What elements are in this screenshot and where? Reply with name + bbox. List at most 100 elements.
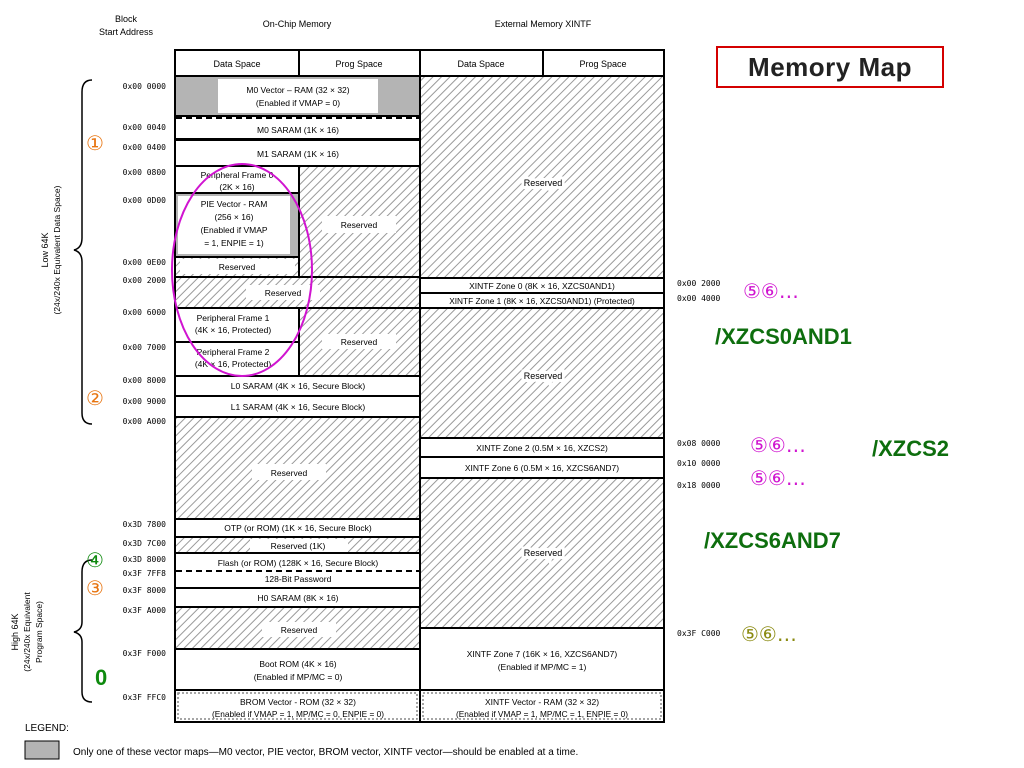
annotation-circle-2: ② xyxy=(86,386,104,410)
address-right: 0x08 0000 xyxy=(677,439,721,448)
reserved-low-tag xyxy=(262,622,336,637)
prog-reserved-upper-label: Reserved xyxy=(341,220,378,230)
legend-text: Only one of these vector maps—M0 vector,… xyxy=(73,747,578,758)
low-64k-label: Low 64K xyxy=(40,232,50,267)
m0-vector xyxy=(218,79,378,113)
boot-rom-label: Boot ROM (4K × 16) xyxy=(259,659,336,669)
prog-reserved-mid-tag xyxy=(322,334,396,349)
brom-vector-label: BROM Vector - ROM (32 × 32) xyxy=(240,697,356,707)
reserved-big-label: Reserved xyxy=(271,468,308,478)
brom-vector-frame xyxy=(177,692,418,720)
annotation-xzcs2: /XZCS2 xyxy=(872,436,949,461)
m0-vector-label: M0 Vector – RAM (32 × 32) xyxy=(246,85,349,95)
xintf-zone0-label: XINTF Zone 0 (8K × 16, XZCS0AND1) xyxy=(469,281,615,291)
address-left: 0x00 0000 xyxy=(123,82,167,91)
flash-label: Flash (or ROM) (128K × 16, Secure Block) xyxy=(218,558,379,568)
legend-title: LEGEND: xyxy=(25,723,69,734)
reserved-big-tag xyxy=(252,464,326,480)
high-64k-label: High 64K xyxy=(10,613,20,650)
peripheral-frame-0-size: (2K × 16) xyxy=(219,182,254,192)
external-header: External Memory XINTF xyxy=(495,19,592,29)
m1-saram xyxy=(174,139,421,167)
annotation-xzcs0and1: /XZCS0AND1 xyxy=(715,324,852,349)
boot-rom xyxy=(174,648,421,691)
m1-saram-label: M1 SARAM (1K × 16) xyxy=(257,149,339,159)
annotation-circle-3: ③ xyxy=(86,576,104,600)
address-left: 0x00 0400 xyxy=(123,143,167,152)
address-left: 0x00 0800 xyxy=(123,168,167,177)
l0-saram-label: L0 SARAM (4K × 16, Secure Block) xyxy=(231,381,366,391)
address-left: 0x3F 8000 xyxy=(123,586,167,595)
annotation-circle-4: ④ xyxy=(86,548,104,572)
peripheral-frame-2-size: (4K × 16, Protected) xyxy=(195,359,271,369)
password-label: 128-Bit Password xyxy=(265,574,332,584)
address-left: 0x00 8000 xyxy=(123,376,167,385)
annotation-xzcs6and7: /XZCS6AND7 xyxy=(704,528,841,553)
prog-reserved-mid-label: Reserved xyxy=(341,337,378,347)
ext-data-space-header: Data Space xyxy=(457,59,504,69)
address-right: 0x00 2000 xyxy=(677,279,721,288)
address-left: 0x3F A000 xyxy=(123,606,167,615)
block-start-header-1: Block xyxy=(115,14,138,24)
pie-vector-note-2: = 1, ENPIE = 1) xyxy=(204,238,264,248)
xintf-zone7 xyxy=(419,627,665,691)
address-right: 0x00 4000 xyxy=(677,294,721,303)
high-64k-sublabel-2: Program Space) xyxy=(34,601,44,663)
ext-prog-space-header: Prog Space xyxy=(579,59,626,69)
peripheral-frame-2 xyxy=(174,341,300,377)
h0-saram-label: H0 SARAM (8K × 16) xyxy=(257,593,338,603)
address-left: 0x00 0040 xyxy=(123,123,167,132)
legend-swatch xyxy=(24,740,60,760)
address-left: 0x3F FFC0 xyxy=(123,693,167,702)
address-left: 0x00 2000 xyxy=(123,276,167,285)
data-reserved-small-label: Reserved xyxy=(219,262,256,272)
pie-vector-label: PIE Vector - RAM xyxy=(201,199,268,209)
xintf-vector-label: XINTF Vector - RAM (32 × 32) xyxy=(485,697,599,707)
low-64k-sublabel: (24x/240x Equivalent Data Space) xyxy=(52,185,62,314)
address-left: 0x00 9000 xyxy=(123,397,167,406)
address-left: 0x3D 8000 xyxy=(123,555,167,564)
m0-saram-label: M0 SARAM (1K × 16) xyxy=(257,125,339,135)
peripheral-frame-1 xyxy=(174,307,300,343)
address-left: 0x00 6000 xyxy=(123,308,167,317)
peripheral-frame-2-label: Peripheral Frame 2 xyxy=(197,347,270,357)
annotation-circle-1: ① xyxy=(86,131,104,155)
address-left: 0x00 7000 xyxy=(123,343,167,352)
low-64k-bracket xyxy=(73,79,93,425)
reserved-full-1-label: Reserved xyxy=(265,288,302,298)
address-right: 0x3F C000 xyxy=(677,629,721,638)
prog-reserved-upper-tag xyxy=(322,216,396,233)
ext-reserved-low-label: Reserved xyxy=(524,548,563,558)
address-right: 0x10 0000 xyxy=(677,459,721,468)
block-start-header-2: Start Address xyxy=(99,27,154,37)
prog-space-header: Prog Space xyxy=(335,59,382,69)
pie-vector-note-1: (Enabled if VMAP xyxy=(200,225,267,235)
address-left: 0x00 0D00 xyxy=(123,196,167,205)
prog-reserved-mid xyxy=(298,307,421,377)
address-left: 0x00 A000 xyxy=(123,417,167,426)
annotation-zero: 0 xyxy=(95,665,107,690)
reserved-full-1-tag xyxy=(246,285,320,300)
ext-reserved-top-label: Reserved xyxy=(524,178,563,188)
peripheral-frame-0-label: Peripheral Frame 0 xyxy=(201,170,274,180)
pie-vector-size: (256 × 16) xyxy=(215,212,254,222)
reserved-low-label: Reserved xyxy=(281,625,318,635)
pie-vector xyxy=(178,196,290,254)
boot-rom-note: (Enabled if MP/MC = 0) xyxy=(254,672,343,682)
address-left: 0x3D 7800 xyxy=(123,520,167,529)
xintf-zone6-label: XINTF Zone 6 (0.5M × 16, XZCS6AND7) xyxy=(465,463,619,473)
address-left: 0x3D 7C00 xyxy=(123,539,167,548)
address-right: 0x18 0000 xyxy=(677,481,721,490)
on-chip-header: On-Chip Memory xyxy=(263,19,332,29)
reserved-1k-label: Reserved (1K) xyxy=(271,541,326,551)
data-space-header: Data Space xyxy=(213,59,260,69)
xintf-vector-note: (Enabled if VMAP = 1, MP/MC = 1, ENPIE =… xyxy=(456,709,628,719)
annotation-ref-56-zone0: ⑤⑥… xyxy=(743,279,799,303)
page-title: Memory Map xyxy=(716,46,944,88)
peripheral-frame-1-label: Peripheral Frame 1 xyxy=(197,313,270,323)
ext-reserved-mid xyxy=(419,307,665,439)
otp-label: OTP (or ROM) (1K × 16, Secure Block) xyxy=(224,523,372,533)
reserved-1k-tag xyxy=(250,539,348,552)
address-left: 0x00 0E00 xyxy=(123,258,167,267)
brom-vector-note: (Enabled if VMAP = 1, MP/MC = 0, ENPIE =… xyxy=(212,709,384,719)
